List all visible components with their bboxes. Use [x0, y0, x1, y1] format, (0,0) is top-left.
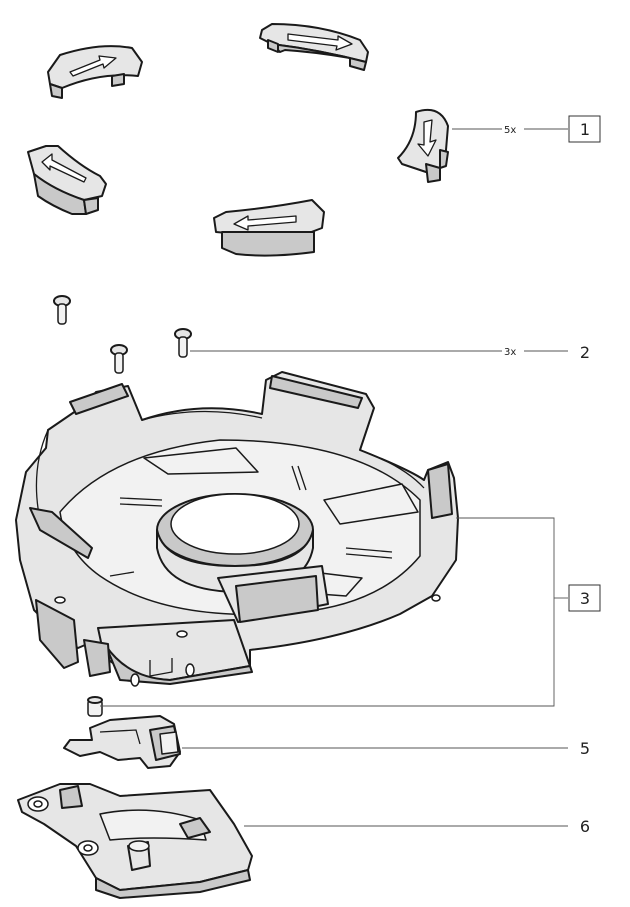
screw-3	[174, 328, 192, 358]
callout-6-number: 6	[580, 817, 590, 836]
callout-2-quantity: 3x	[504, 347, 516, 358]
clip-pad-bottom-center	[213, 199, 325, 257]
clip-pad-top-center	[259, 23, 369, 71]
callout-2-number: 2	[580, 343, 590, 362]
circular-base-frame	[15, 371, 459, 717]
callout-3-box	[568, 584, 601, 612]
callout-5: 5	[580, 739, 590, 758]
clip-pad-top-left	[47, 45, 143, 99]
callout-1: 5x 1	[504, 115, 601, 143]
callout-2: 3x 2	[504, 343, 590, 362]
callout-1-quantity: 5x	[504, 125, 516, 136]
callout-1-number: 1	[580, 120, 590, 139]
callout-1-box	[568, 115, 601, 143]
callout-3-number: 3	[580, 589, 590, 608]
callout-5-number: 5	[580, 739, 590, 758]
clip-pad-right	[397, 108, 449, 183]
slider-latch	[63, 715, 181, 769]
clip-pad-left	[27, 145, 107, 215]
callout-6: 6	[580, 817, 590, 836]
bottom-guide-rail	[17, 783, 253, 899]
callout-3: 3	[568, 584, 601, 612]
screw-1	[53, 295, 71, 325]
leader-lines	[100, 128, 568, 827]
leader-3-bracket	[100, 517, 555, 707]
screw-2	[110, 344, 128, 374]
